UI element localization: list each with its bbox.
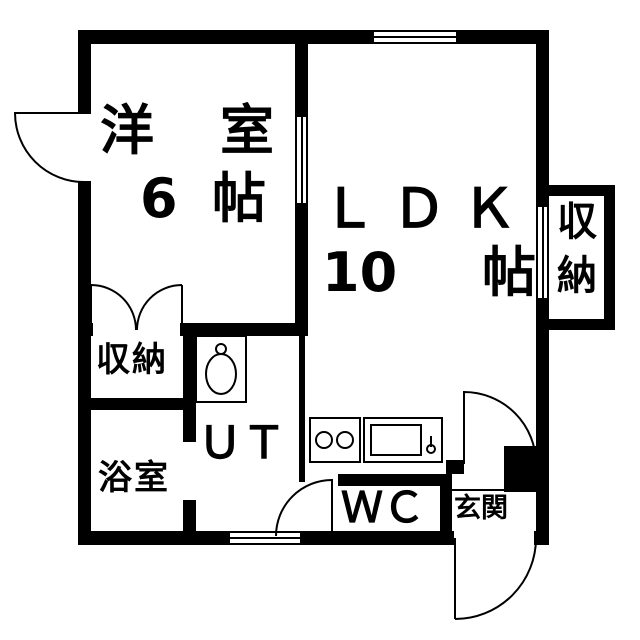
wall-wc-top — [338, 474, 446, 486]
opening-west-exterior-door — [78, 112, 91, 183]
wall-wc-right — [440, 474, 452, 532]
kitchen-sink — [363, 417, 443, 463]
room-label-western: 洋 室 6 帖 — [100, 104, 274, 226]
door-swing-wc — [275, 478, 333, 537]
window-top — [372, 30, 458, 44]
western-room-size-unit: 帖 — [212, 167, 266, 230]
wall-storage-right-side — [604, 185, 615, 330]
wall-storage-right-bottom — [549, 319, 615, 330]
stove-burner — [336, 431, 354, 449]
sink-drain — [426, 444, 436, 454]
opening-entrance-door — [452, 531, 536, 545]
wall-storage-right-top — [549, 185, 615, 196]
wall-top — [78, 30, 549, 44]
opening-bath-door — [183, 440, 196, 502]
window-pane-line — [374, 36, 456, 38]
storage-right-char2: 納 — [557, 253, 597, 299]
room-label-toilet: ＷＣ — [341, 483, 426, 532]
sink-counter — [363, 417, 443, 463]
ldk-size: 10 — [322, 241, 398, 304]
vanity-unit — [195, 335, 247, 403]
storage-right-char1: 収 — [557, 199, 597, 245]
western-room-size: 6 — [140, 167, 178, 230]
wall-hall-ldk-stub — [446, 460, 464, 474]
room-label-entrance: 玄関 — [454, 493, 508, 524]
sink-basin — [370, 424, 422, 456]
wall-left — [78, 30, 91, 545]
window-bottom — [228, 531, 302, 545]
room-label-storage-right: 収 納 — [550, 202, 604, 296]
sliding-door-ldk-storage — [536, 205, 549, 300]
stove-burner — [315, 431, 333, 449]
room-label-ldk: ＬＤＫ 10 帖 — [322, 182, 536, 300]
window-pane-line — [230, 537, 300, 539]
shoe-cabinet-block — [504, 446, 536, 492]
ldk-name: ＬＤＫ — [322, 177, 532, 240]
door-swing-west-exterior — [13, 112, 85, 183]
sliding-door-western-ldk — [295, 115, 308, 205]
western-room-char1: 洋 — [100, 99, 154, 162]
stove-counter — [309, 417, 361, 463]
vanity-faucet — [215, 343, 227, 355]
wall-utility-kitchen-thin — [299, 336, 305, 482]
ldk-size-unit: 帖 — [482, 241, 536, 304]
room-label-storage-left: 収納 — [96, 340, 168, 380]
opening-closet-doors — [91, 323, 182, 336]
door-swing-entrance — [454, 537, 537, 620]
room-label-bath: 浴室 — [98, 458, 170, 498]
western-room-char2: 室 — [220, 99, 274, 162]
window-pane-line — [541, 207, 544, 298]
kitchen-stove — [309, 417, 361, 463]
window-pane-line — [300, 117, 303, 203]
room-label-utility: ＵＴ — [198, 418, 286, 469]
wall-storage-bath-divider — [78, 398, 196, 410]
wall-utility-left — [183, 323, 196, 545]
vanity-counter — [195, 335, 247, 403]
vanity-basin — [205, 353, 237, 395]
